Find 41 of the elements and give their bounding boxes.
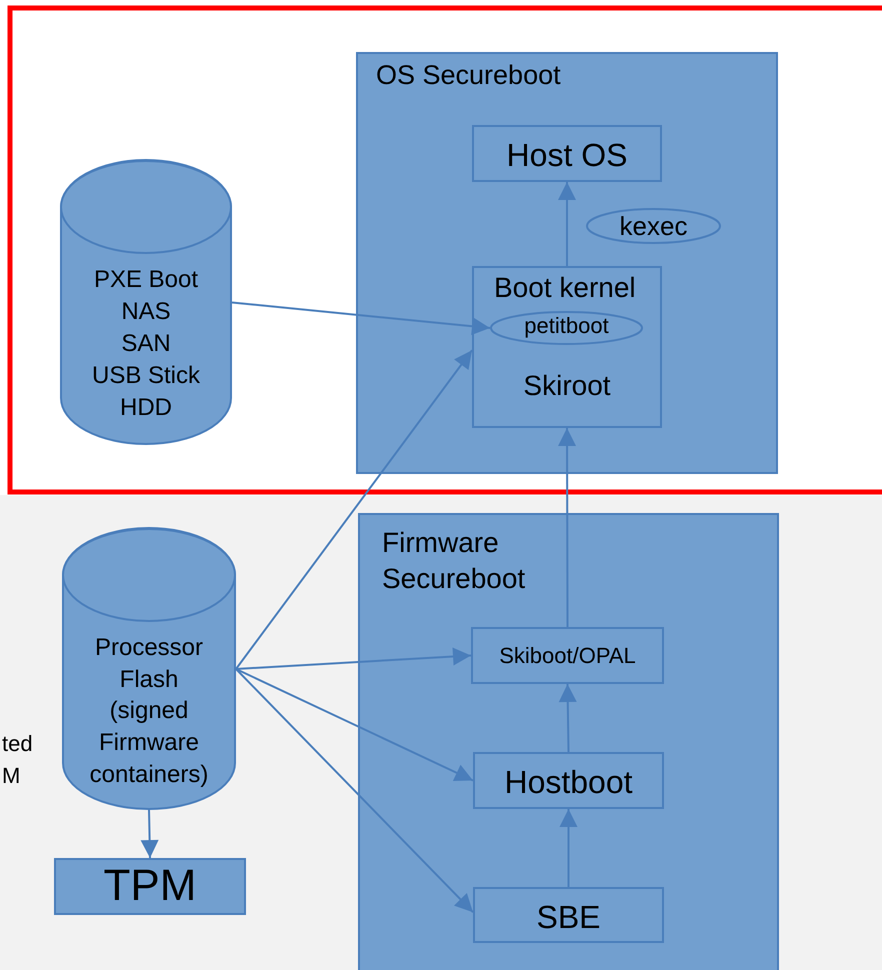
arrow [558, 684, 577, 752]
group-box [356, 52, 778, 474]
process-box [472, 266, 662, 428]
box-label: USB Stick [90, 361, 202, 391]
arrow [558, 428, 576, 627]
label-ellipse [586, 208, 721, 244]
cylinder-label: PXE Boot [92, 265, 200, 295]
arrow [236, 648, 472, 670]
arrow [558, 182, 576, 266]
ellipse-label: petitboot [523, 312, 610, 340]
box-label: Boot kernel [494, 271, 636, 305]
storage-cylinder [60, 160, 232, 445]
ellipse-label: kexec [618, 210, 688, 243]
label-ellipse [490, 311, 643, 345]
box-label: TPM [102, 860, 198, 912]
arrow [236, 668, 474, 782]
cut-off-text: M [2, 763, 20, 789]
box-label: Skiboot/OPAL [498, 642, 637, 670]
box-label: Host OS [506, 136, 628, 175]
cylinder-label: Processor Flash (signed Firmware containers) [88, 633, 210, 790]
box-label: HDD [119, 393, 173, 423]
arrow [140, 810, 159, 858]
group-box [358, 513, 779, 970]
arrow [232, 302, 490, 336]
storage-cylinder [62, 528, 236, 810]
box-label: Hostboot [503, 763, 634, 802]
process-box [473, 887, 664, 943]
arrow [235, 668, 474, 913]
process-box [473, 752, 664, 809]
process-box [54, 858, 246, 915]
box-label: SAN [120, 329, 172, 359]
arrow [560, 809, 578, 887]
group-title: OS Secureboot [376, 59, 561, 92]
cut-off-text: ted [2, 731, 33, 757]
process-box [472, 125, 662, 182]
process-box [471, 627, 664, 684]
box-label: SBE [535, 898, 602, 937]
group-title: Firmware Secureboot [382, 526, 526, 596]
box-label: NAS [120, 297, 172, 327]
box-label: Skiroot [522, 369, 612, 403]
arrow [235, 350, 473, 670]
